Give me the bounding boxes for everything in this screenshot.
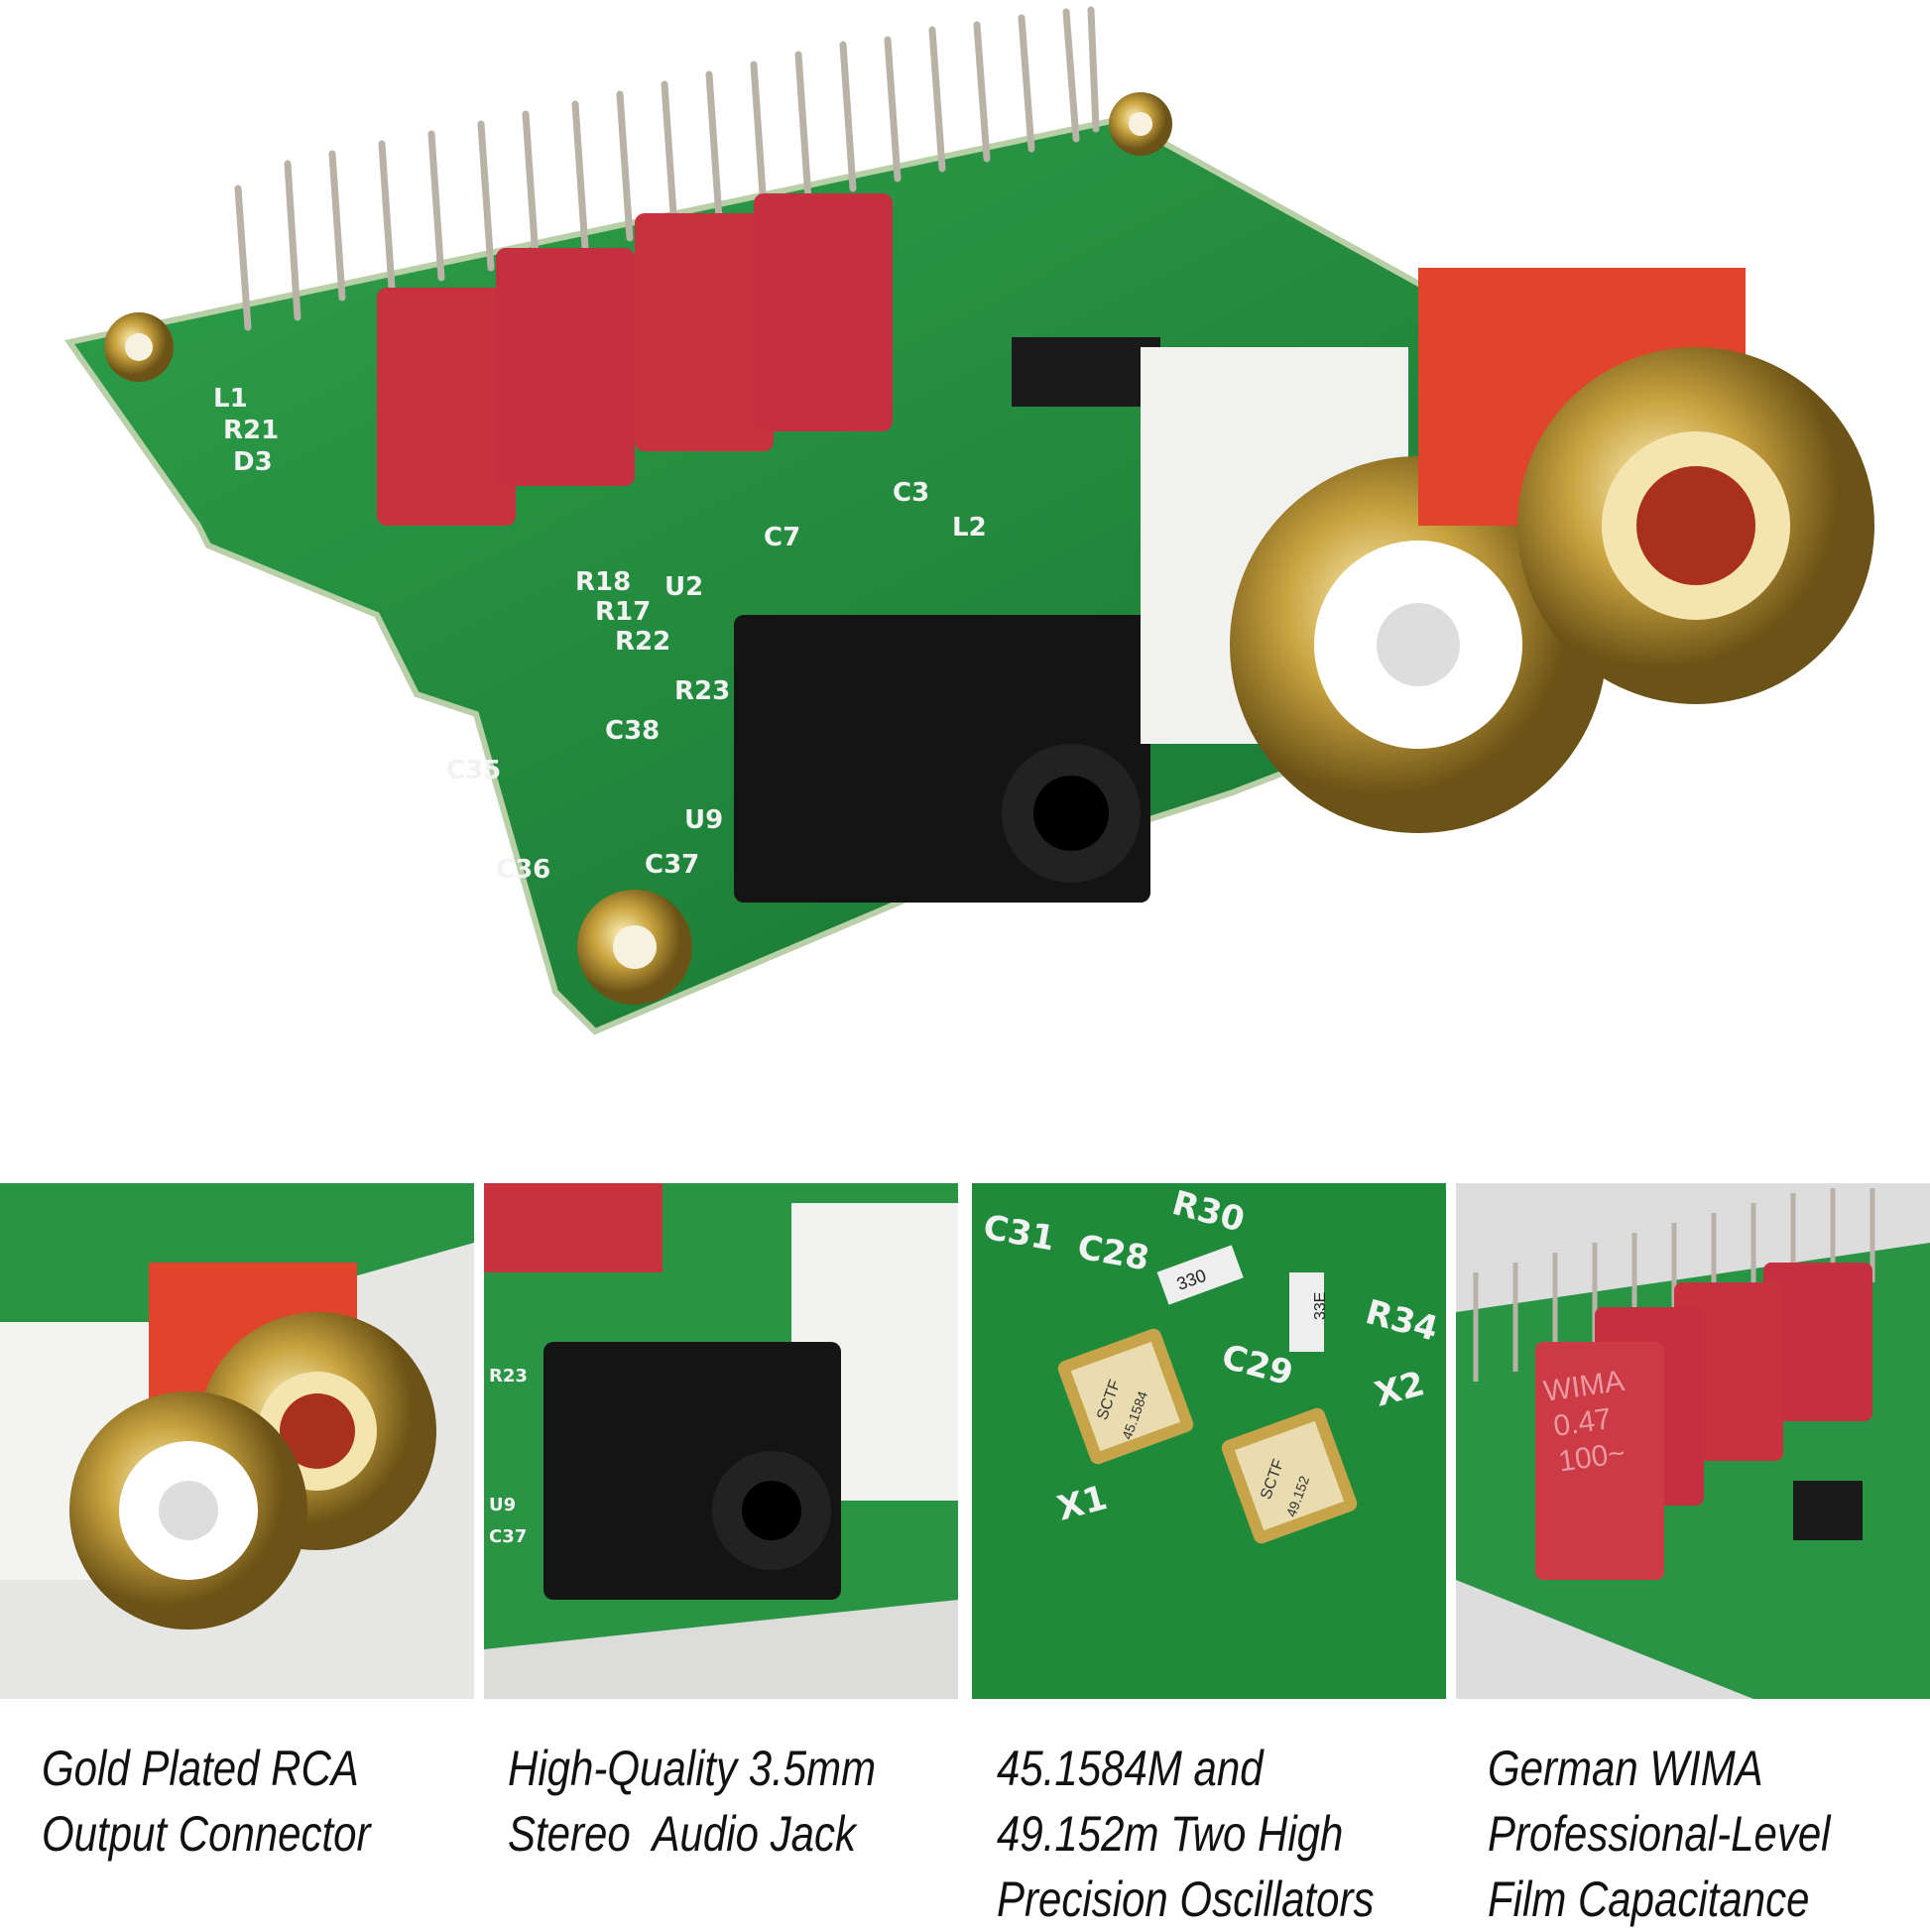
ic-chip: [1012, 337, 1160, 407]
caption-line: 49.152m Two High: [997, 1806, 1344, 1862]
silk-label: U9: [489, 1495, 516, 1515]
rca-connector-white: [1141, 347, 1607, 833]
caption-audio-jack: High-Quality 3.5mm Stereo Audio Jack: [508, 1736, 876, 1867]
silk-label: R17: [595, 597, 651, 627]
detail-panel-oscillators: C31 C28 R30 R34 C29 X1 X2 330 33E SCTF 4…: [972, 1183, 1446, 1699]
silk-label: L1: [213, 384, 248, 414]
silk-label: D3: [233, 447, 273, 477]
resistor-label: 33E: [1312, 1292, 1329, 1320]
wima-capacitor: [1535, 1342, 1664, 1580]
silk-label: U2: [664, 572, 703, 602]
silk-label: C37: [489, 1526, 527, 1547]
silk-label: R21: [223, 416, 279, 445]
product-photo-board: R18 R17 R22 R23 U2 C35 C36 C37 U9 C38 C7…: [63, 6, 1874, 1035]
silk-label: U9: [684, 805, 723, 835]
silk-label: C3: [893, 478, 929, 508]
caption-line: Precision Oscillators: [997, 1872, 1375, 1927]
silk-label: L2: [952, 513, 987, 543]
caption-rca: Gold Plated RCA Output Connector: [42, 1736, 371, 1867]
caption-oscillators: 45.1584M and 49.152m Two High Precision …: [997, 1736, 1374, 1932]
silk-label: C35: [446, 756, 501, 785]
caption-line: Professional-Level: [1488, 1806, 1831, 1862]
oscillator-x1: SCTF 45.1584: [1057, 1328, 1194, 1465]
caption-line: German WIMA: [1488, 1741, 1763, 1796]
caption-line: Film Capacitance: [1488, 1872, 1810, 1927]
silk-label: C7: [764, 523, 800, 552]
caption-line: Stereo Audio Jack: [508, 1806, 856, 1862]
detail-panel-rca: [0, 1183, 474, 1699]
silk-label: C38: [605, 716, 660, 746]
silk-label: R18: [575, 567, 631, 597]
gpio-header-pins: [234, 6, 1100, 331]
detail-panel-wima: WIMA 0.47 100~: [1456, 1183, 1930, 1699]
oscillator-x2: SCTF 49.152: [1221, 1407, 1358, 1544]
caption-line: Output Connector: [42, 1806, 371, 1862]
silk-label: C37: [645, 850, 699, 880]
silk-label: R23: [489, 1366, 528, 1387]
silk-label: R23: [674, 676, 730, 706]
rca-connector-red: [1418, 268, 1874, 704]
wima-capacitors: [377, 193, 893, 526]
silk-label: C36: [496, 855, 550, 885]
caption-line: Gold Plated RCA: [42, 1741, 359, 1796]
detail-panel-audio-jack: R23 U9 C37: [484, 1183, 958, 1699]
silk-label: R22: [615, 627, 670, 657]
caption-wima: German WIMA Professional-Level Film Capa…: [1488, 1736, 1831, 1932]
caption-line: 45.1584M and: [997, 1741, 1264, 1796]
capacitor-label: 0.47: [1551, 1402, 1613, 1443]
audio-jack-3-5mm: [734, 615, 1150, 903]
caption-line: High-Quality 3.5mm: [508, 1741, 877, 1796]
